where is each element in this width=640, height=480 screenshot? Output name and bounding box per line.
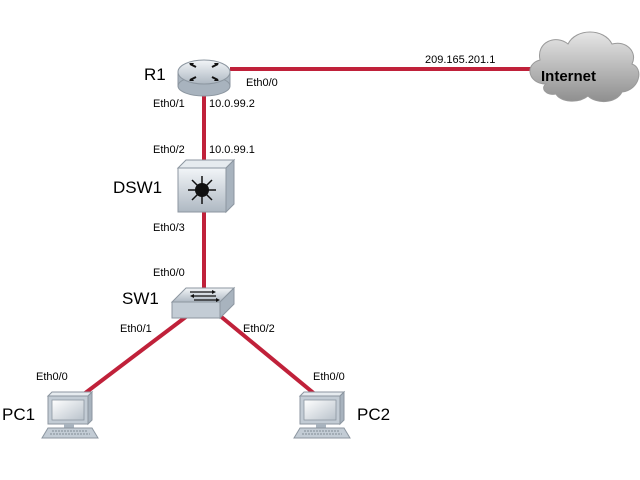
dsw1-eth03-label: Eth0/3 [153, 222, 185, 234]
sw1-eth00-label: Eth0/0 [153, 267, 185, 279]
pc1-label: PC1 [2, 405, 35, 424]
router-icon [177, 59, 231, 97]
link-sw1-pc2 [211, 308, 324, 402]
pc-icon [41, 390, 99, 439]
pc-icon [293, 390, 351, 439]
cloud-icon [529, 31, 640, 102]
multilayer-switch-icon [176, 158, 236, 214]
r1-eth00-label: Eth0/0 [246, 77, 278, 89]
r1-eth01-label: Eth0/1 [153, 98, 185, 110]
dsw1-eth02-ip-label: 10.0.99.1 [209, 144, 255, 156]
pc2-eth00-label: Eth0/0 [313, 371, 345, 383]
link-sw1-pc1 [74, 308, 197, 402]
r1-label: R1 [144, 65, 166, 84]
internet-ip-label: 209.165.201.1 [425, 54, 495, 66]
sw1-label: SW1 [122, 289, 159, 308]
internet-label: Internet [541, 68, 596, 85]
pc1-eth00-label: Eth0/0 [36, 371, 68, 383]
pc2-label: PC2 [357, 405, 390, 424]
dsw1-eth02-label: Eth0/2 [153, 144, 185, 156]
switch-icon [170, 286, 236, 320]
r1-eth01-ip-label: 10.0.99.2 [209, 98, 255, 110]
sw1-eth02-label: Eth0/2 [243, 323, 275, 335]
sw1-eth01-label: Eth0/1 [120, 323, 152, 335]
dsw1-label: DSW1 [113, 178, 162, 197]
